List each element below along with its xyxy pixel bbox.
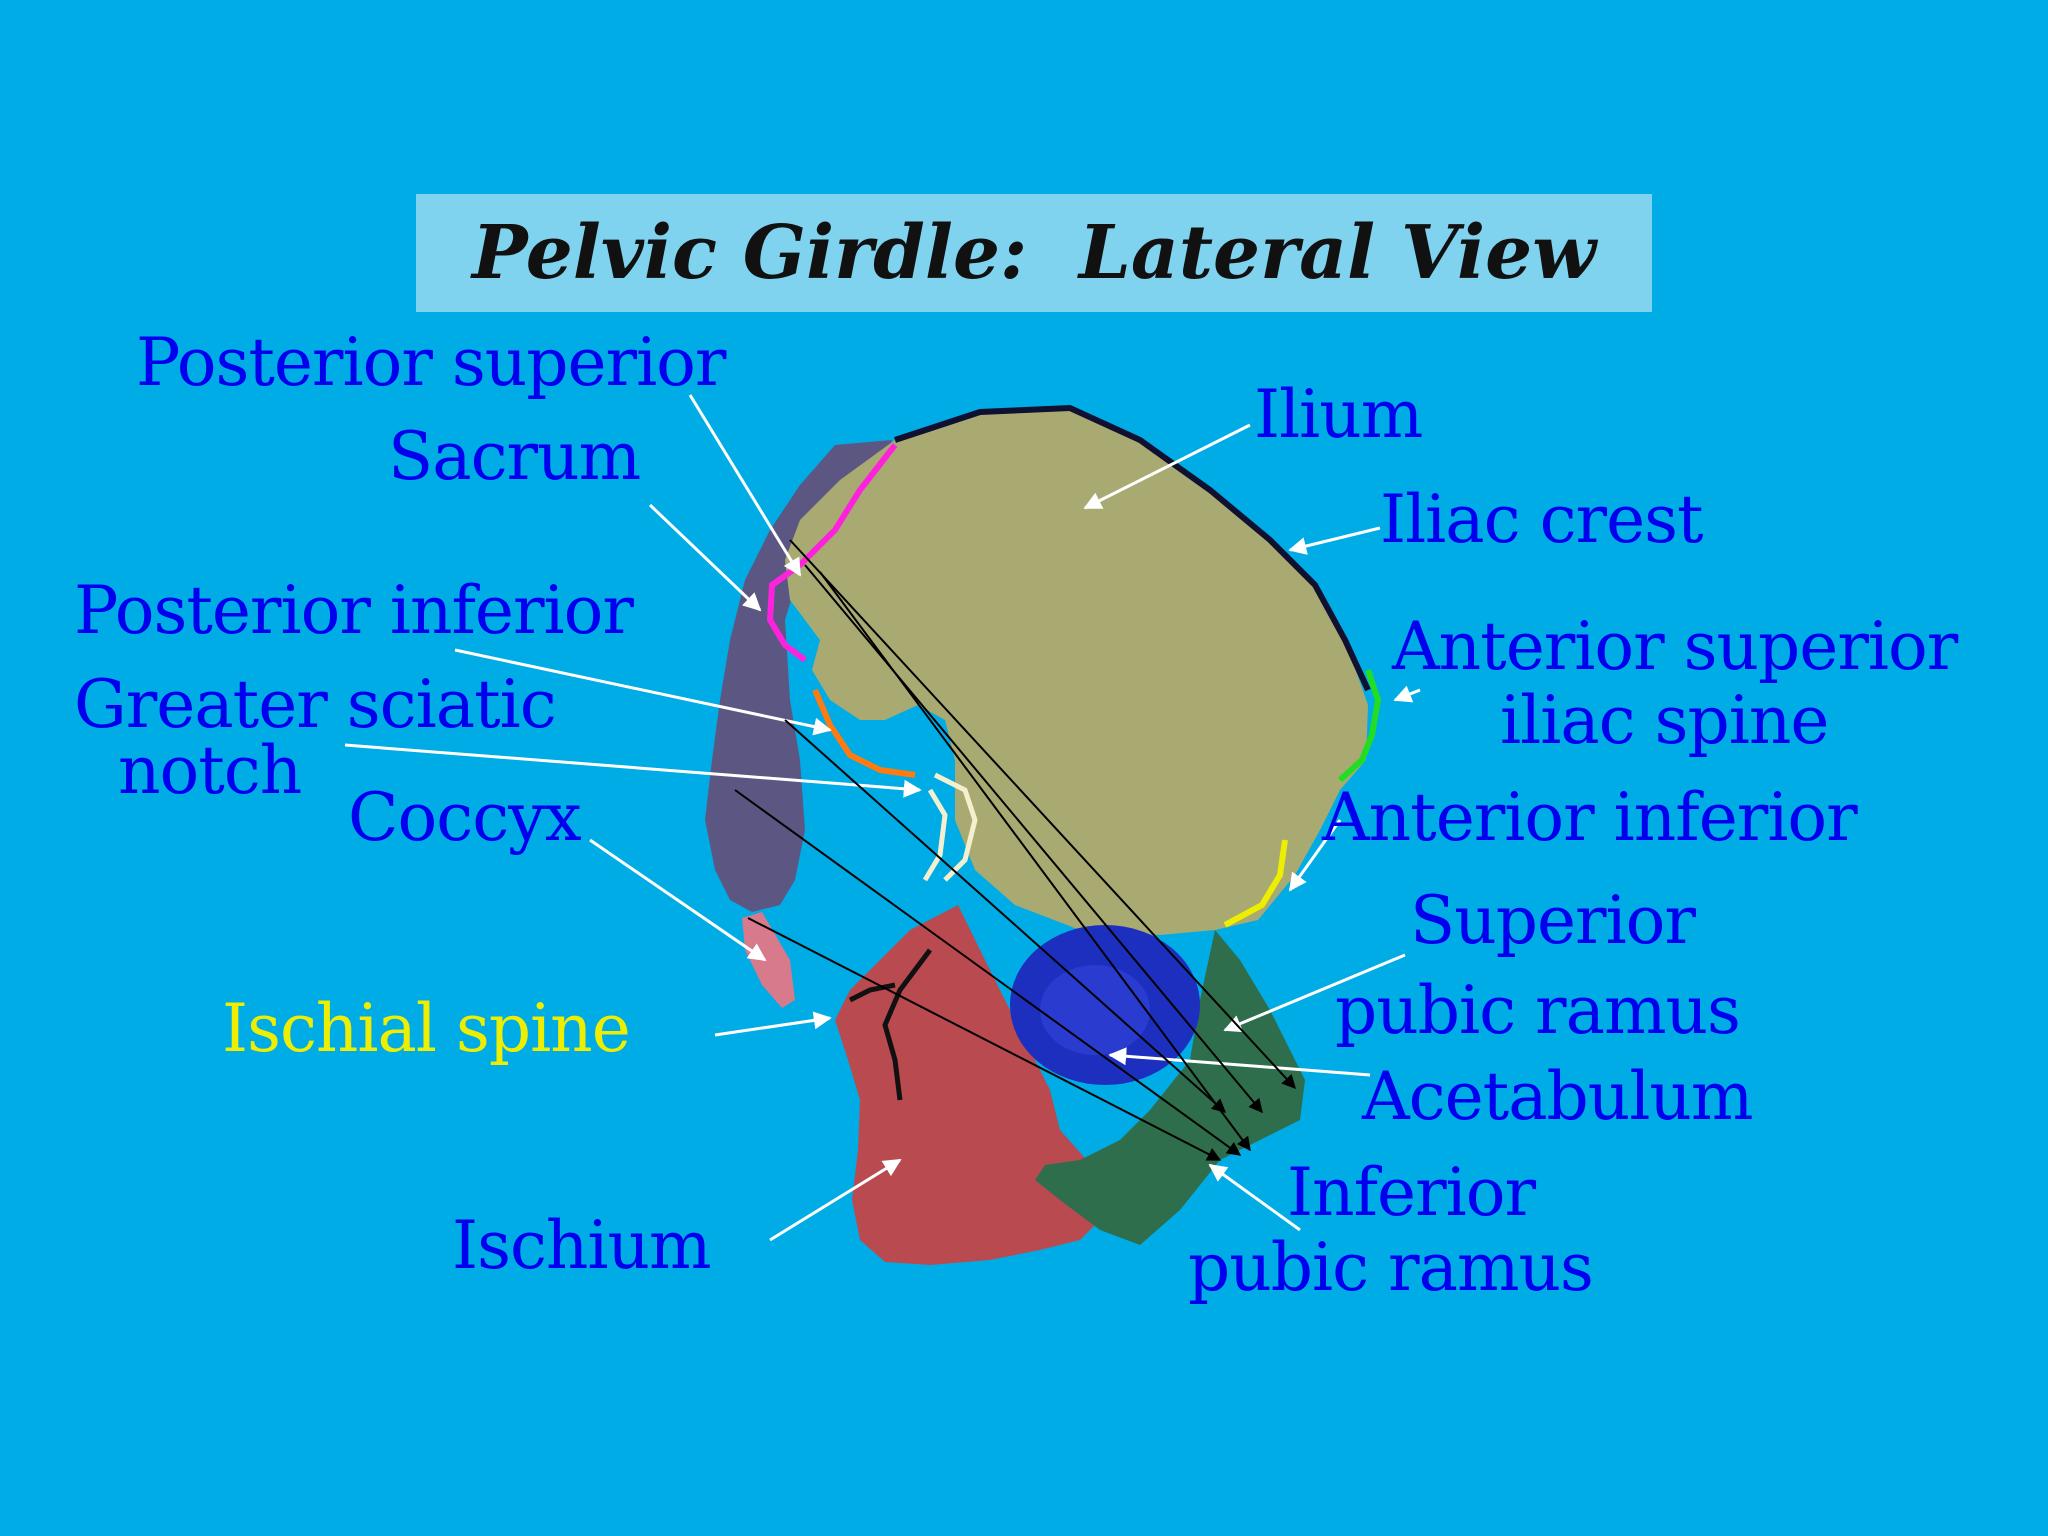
label-inferior-pubic: Inferior (1287, 1154, 1536, 1231)
sciatic-notch-outline (922, 772, 978, 882)
coccyx-shape (742, 912, 795, 1008)
ilium-shape (785, 408, 1368, 935)
posterior-inferior-spine-line (812, 688, 916, 778)
label-greater-sciatic-notch: notch (118, 732, 302, 809)
label-ilium: Ilium (1254, 376, 1423, 453)
label-ischial-spine: Ischial spine (222, 990, 631, 1067)
label-greater-sciatic: Greater sciatic (74, 666, 557, 743)
label-coccyx: Coccyx (348, 779, 582, 856)
acetabulum-inner (1040, 965, 1150, 1055)
label-inferior-pubic-ramus: pubic ramus (1188, 1229, 1594, 1306)
label-posterior-superior: Posterior superior (136, 324, 726, 401)
page-title: Pelvic Girdle: Lateral View (472, 210, 1596, 296)
anterior-superior-spine-line (1337, 669, 1382, 783)
sciatic-notch-cut (840, 775, 950, 905)
label-acetabulum: Acetabulum (1362, 1058, 1754, 1135)
title-banner: Pelvic Girdle: Lateral View (416, 194, 1652, 312)
ischial-spine-outline (848, 948, 932, 1101)
label-sacrum: Sacrum (388, 418, 641, 495)
leader-lines (344, 394, 1421, 1242)
pointer-arrows (734, 539, 1296, 1161)
label-anterior-inferior: Anterior inferior (1322, 779, 1858, 856)
sacrum-shape (705, 440, 892, 912)
iliac-crest-line (894, 404, 1371, 692)
label-anterior-superior: Anterior superior (1392, 608, 1958, 685)
label-ischium: Ischium (452, 1207, 712, 1284)
label-superior-pubic-ramus: pubic ramus (1335, 972, 1741, 1049)
label-superior-pubic: Superior (1410, 882, 1696, 959)
label-anterior-superior-iliac-spine: iliac spine (1500, 682, 1829, 759)
label-posterior-inferior: Posterior inferior (74, 572, 634, 649)
pubis-shape (1035, 930, 1305, 1245)
anterior-inferior-spine-line (1223, 839, 1288, 928)
label-iliac-crest: Iliac crest (1380, 481, 1704, 558)
